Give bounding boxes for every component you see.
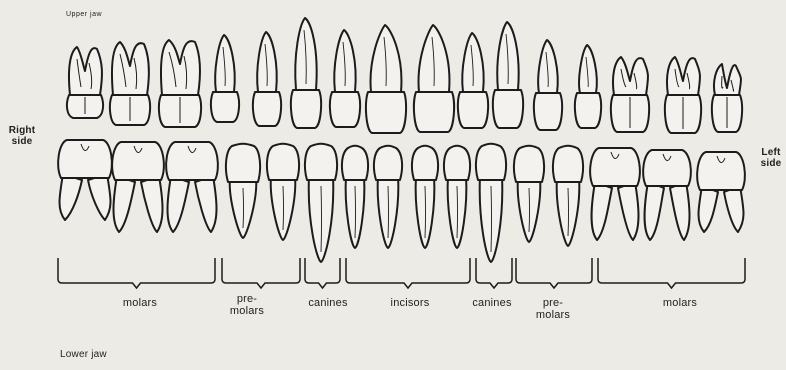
lower-tooth: [58, 140, 112, 220]
lower-tooth: [476, 144, 506, 262]
group-bracket: [476, 258, 512, 288]
upper-tooth: [159, 40, 201, 127]
lower-tooth: [553, 146, 583, 246]
lower-tooth: [697, 152, 745, 232]
upper-tooth: [291, 18, 321, 128]
lower-tooth: [166, 142, 218, 232]
group-bracket: [222, 258, 300, 288]
upper-tooth: [330, 30, 360, 127]
upper-jaw-label: Upper jaw: [66, 9, 102, 21]
upper-tooth: [575, 45, 601, 128]
lower-tooth: [305, 144, 337, 262]
upper-tooth: [414, 25, 454, 132]
upper-tooth: [110, 42, 150, 125]
upper-tooth: [611, 57, 649, 132]
upper-tooth: [665, 57, 701, 133]
group-bracket: [346, 258, 470, 288]
upper-tooth: [211, 35, 239, 122]
molars-left-label: molars: [640, 297, 720, 309]
right-side-label: Right side: [4, 125, 40, 147]
upper-tooth: [493, 22, 523, 128]
canines-right-label: canines: [293, 297, 363, 309]
group-bracket: [598, 258, 745, 288]
lower-tooth: [643, 150, 691, 240]
group-bracket: [58, 258, 215, 288]
lower-teeth-row: [58, 140, 745, 262]
lower-tooth: [267, 144, 299, 240]
premolars-left-label: pre- molars: [528, 297, 578, 321]
canines-left-label: canines: [457, 297, 527, 309]
upper-tooth: [534, 40, 562, 130]
lower-tooth: [412, 146, 438, 248]
lower-jaw-label: Lower jaw: [60, 349, 107, 361]
lower-tooth: [590, 148, 640, 240]
left-side-label: Left side: [754, 147, 786, 169]
upper-tooth: [67, 47, 103, 118]
lower-tooth: [374, 146, 402, 248]
premolars-right-label: pre- molars: [222, 293, 272, 317]
upper-teeth-row: [67, 18, 742, 133]
lower-tooth: [514, 146, 544, 242]
lower-tooth: [226, 144, 260, 238]
group-brackets: [58, 258, 745, 288]
group-bracket: [516, 258, 592, 288]
upper-tooth: [712, 64, 742, 132]
molars-right-label: molars: [100, 297, 180, 309]
group-bracket: [305, 258, 340, 288]
lower-tooth: [444, 146, 470, 248]
lower-tooth: [112, 142, 164, 232]
upper-tooth: [366, 25, 406, 133]
upper-tooth: [253, 32, 281, 126]
upper-tooth: [458, 33, 488, 128]
incisors-label: incisors: [370, 297, 450, 309]
lower-tooth: [342, 146, 368, 248]
